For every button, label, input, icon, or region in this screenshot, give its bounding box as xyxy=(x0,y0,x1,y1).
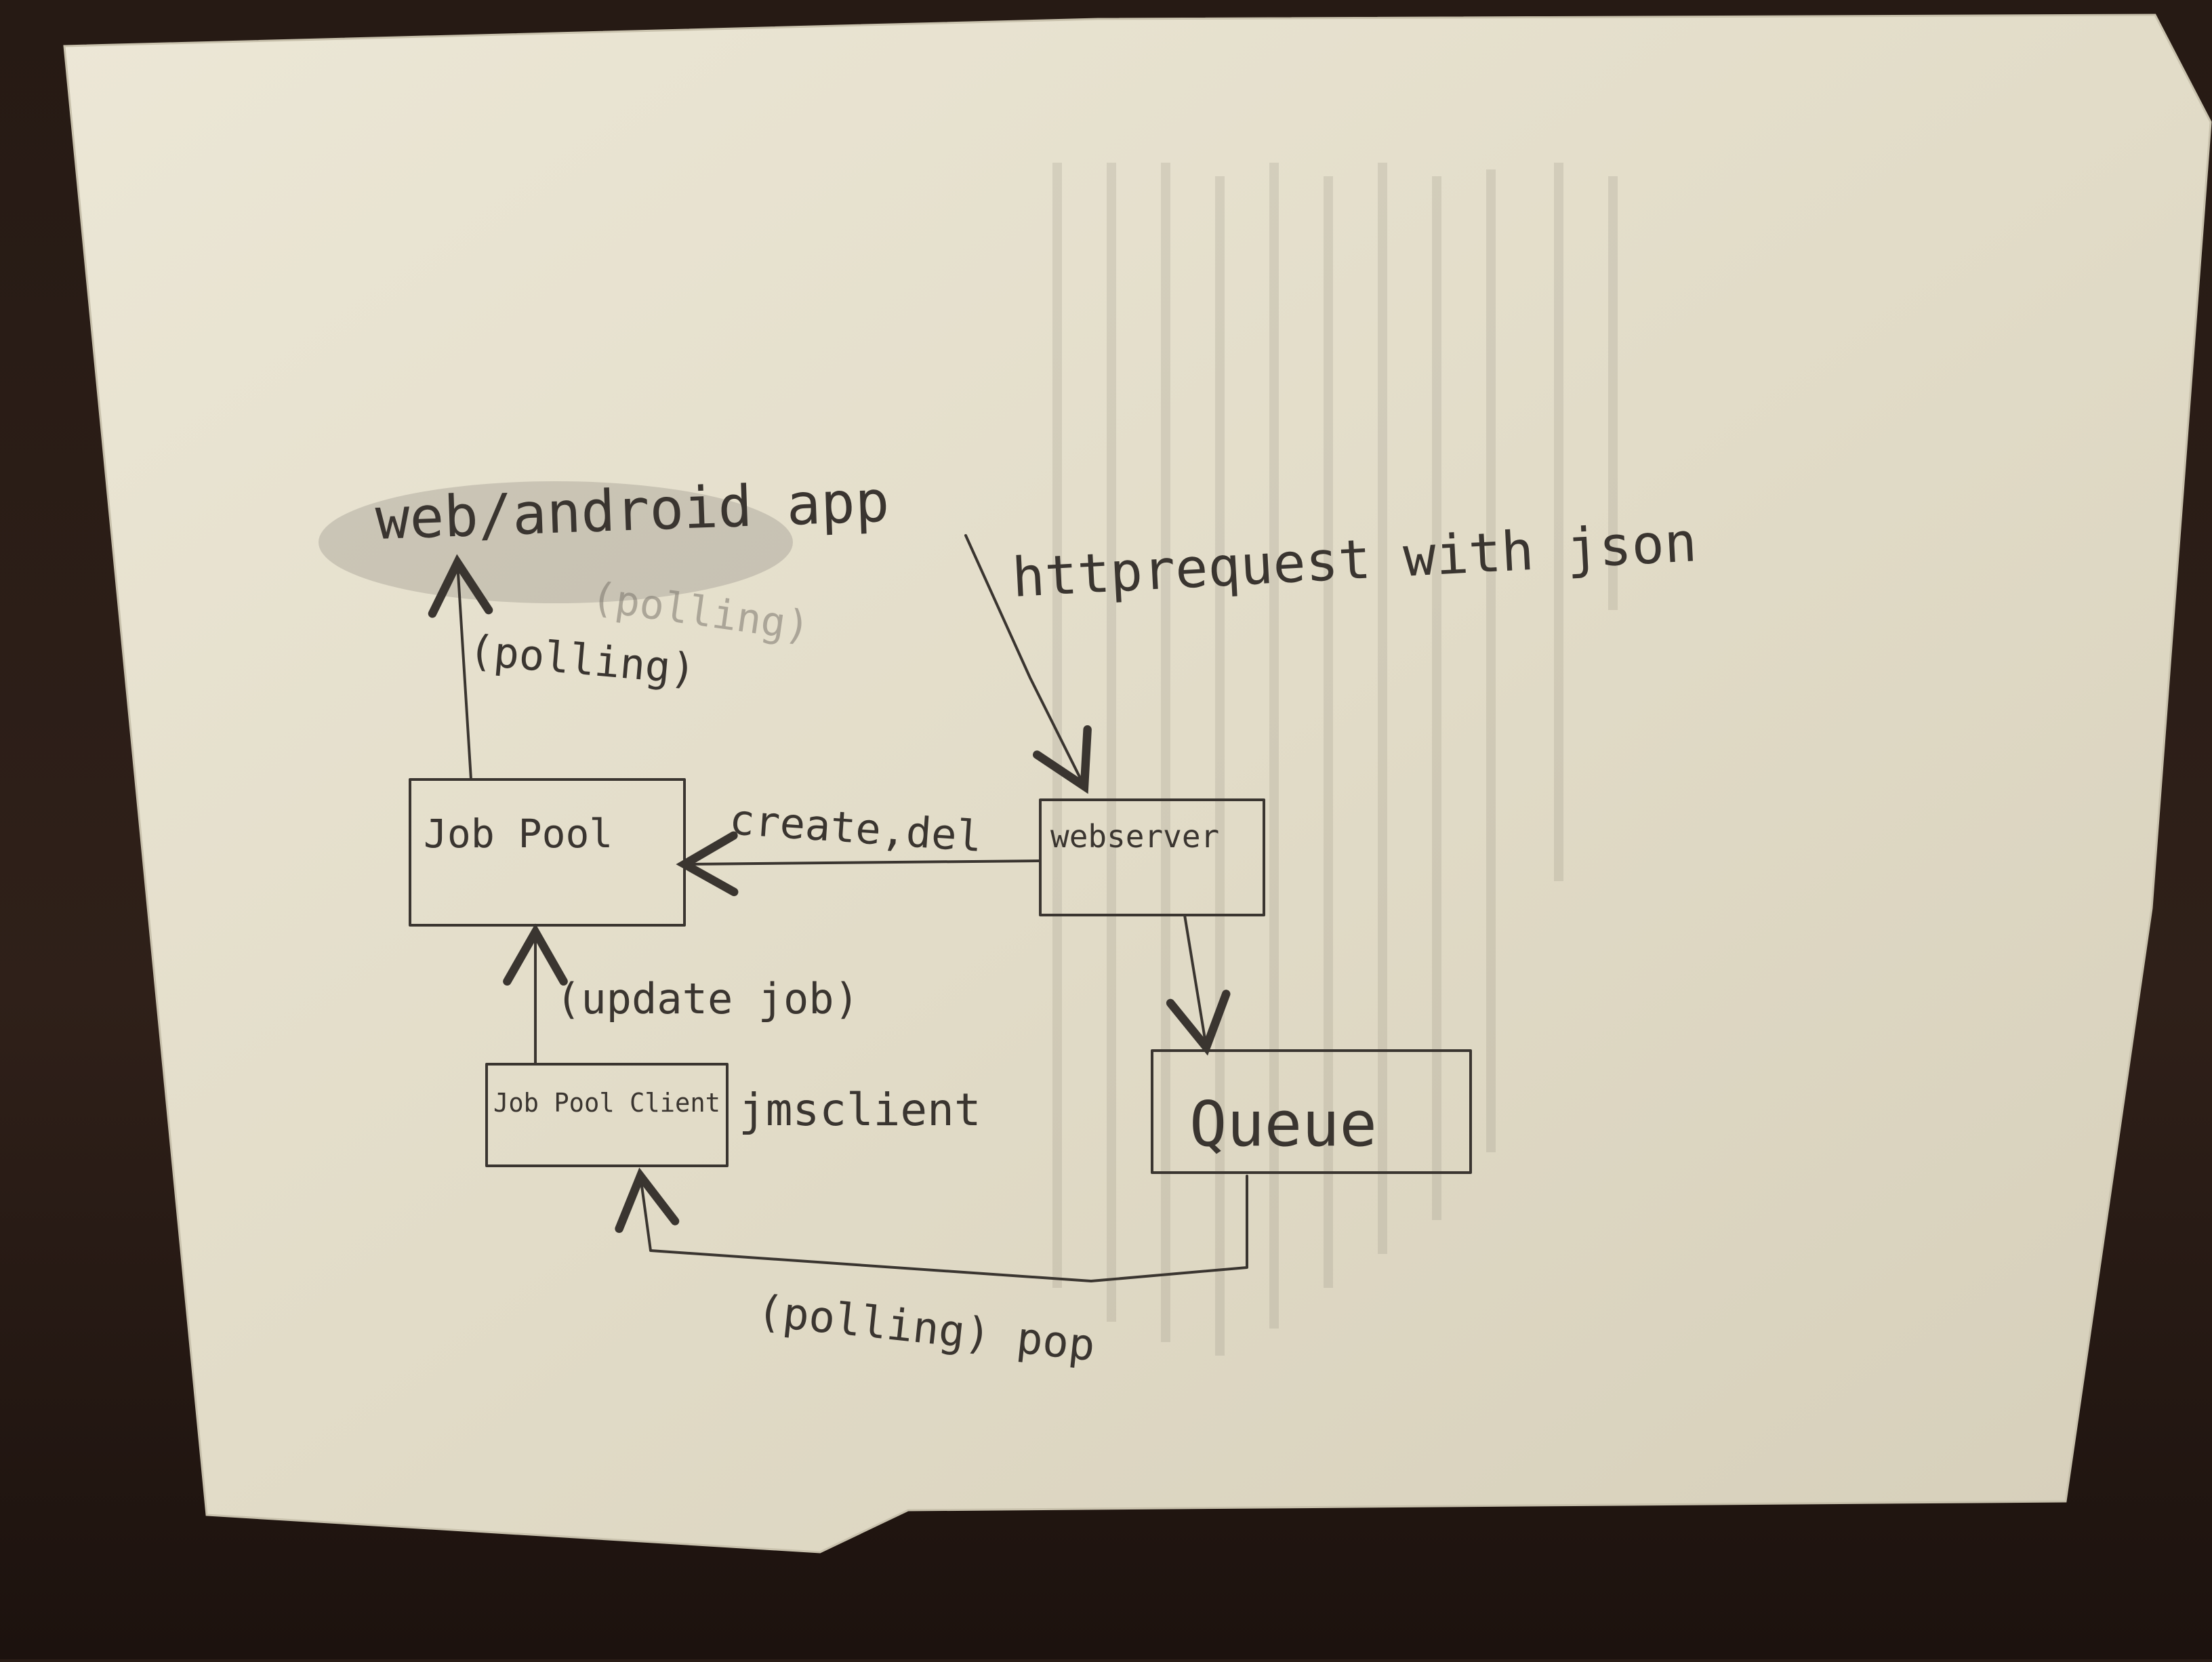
paper-sheet xyxy=(63,14,2212,1554)
label-update-job: (update job) xyxy=(556,974,859,1023)
edge-jobpool-to-app xyxy=(428,554,493,781)
edge-webserver-to-queue xyxy=(1166,914,1231,1056)
node-queue-label: Queue xyxy=(1189,1088,1377,1160)
node-job-pool-client-box xyxy=(485,1063,729,1167)
show-through-texture xyxy=(1052,163,1618,1356)
node-job-pool-label: Job Pool xyxy=(424,811,613,857)
node-webserver-label: webserver xyxy=(1050,818,1219,855)
annotation-jmsclient: jmsclient xyxy=(739,1084,981,1136)
node-queue-box xyxy=(1151,1049,1472,1174)
edge-httprequest xyxy=(964,534,1092,794)
node-job-pool-box xyxy=(409,778,686,927)
node-webserver-box xyxy=(1039,798,1265,916)
node-job-pool-client-label: Job Pool Client xyxy=(493,1088,720,1118)
edge-polling-pop xyxy=(615,1167,1248,1282)
edge-create-del xyxy=(676,831,1042,897)
